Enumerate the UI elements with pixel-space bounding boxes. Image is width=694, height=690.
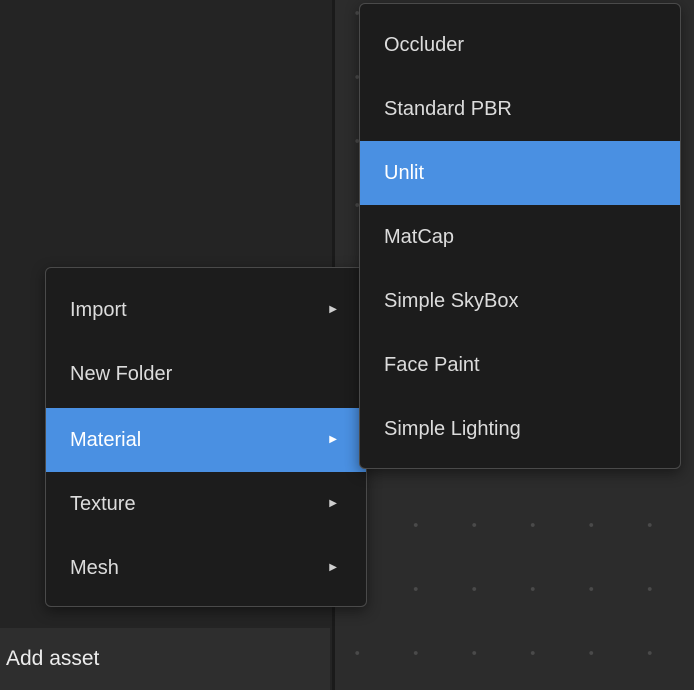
submenu-item-matcap[interactable]: MatCap bbox=[360, 205, 680, 269]
chevron-right-icon: ▶ bbox=[329, 434, 337, 445]
add-asset-bar[interactable]: Add asset bbox=[0, 628, 330, 690]
menu-item-label: Import bbox=[70, 299, 127, 321]
submenu-item-standard-pbr[interactable]: Standard PBR bbox=[360, 77, 680, 141]
submenu-item-simple-lighting[interactable]: Simple Lighting bbox=[360, 397, 680, 461]
menu-item-label: New Folder bbox=[70, 363, 173, 385]
add-asset-label: Add asset bbox=[6, 647, 100, 670]
menu-item-material[interactable]: Material ▶ bbox=[46, 408, 366, 472]
add-asset-context-menu: Import ▶ New Folder Material ▶ Texture ▶… bbox=[45, 267, 367, 607]
menu-item-import[interactable]: Import ▶ bbox=[46, 278, 366, 342]
submenu-item-label: Standard PBR bbox=[384, 98, 512, 120]
menu-item-texture[interactable]: Texture ▶ bbox=[46, 472, 366, 536]
submenu-item-face-paint[interactable]: Face Paint bbox=[360, 333, 680, 397]
menu-item-label: Mesh bbox=[70, 557, 119, 579]
submenu-item-label: MatCap bbox=[384, 226, 455, 248]
submenu-item-unlit[interactable]: Unlit bbox=[360, 141, 680, 205]
submenu-item-label: Simple SkyBox bbox=[384, 290, 519, 312]
chevron-right-icon: ▶ bbox=[329, 498, 337, 509]
submenu-item-label: Unlit bbox=[384, 162, 425, 184]
submenu-item-occluder[interactable]: Occluder bbox=[360, 13, 680, 77]
menu-item-mesh[interactable]: Mesh ▶ bbox=[46, 536, 366, 600]
submenu-item-simple-skybox[interactable]: Simple SkyBox bbox=[360, 269, 680, 333]
material-submenu: Occluder Standard PBR Unlit MatCap Simpl… bbox=[359, 3, 681, 469]
chevron-right-icon: ▶ bbox=[329, 304, 337, 315]
menu-item-new-folder[interactable]: New Folder bbox=[46, 342, 366, 406]
submenu-item-label: Face Paint bbox=[384, 354, 480, 376]
chevron-right-icon: ▶ bbox=[329, 562, 337, 573]
menu-item-label: Material bbox=[70, 429, 142, 451]
submenu-item-label: Simple Lighting bbox=[384, 418, 521, 440]
submenu-item-label: Occluder bbox=[384, 34, 465, 56]
menu-item-label: Texture bbox=[70, 493, 136, 515]
